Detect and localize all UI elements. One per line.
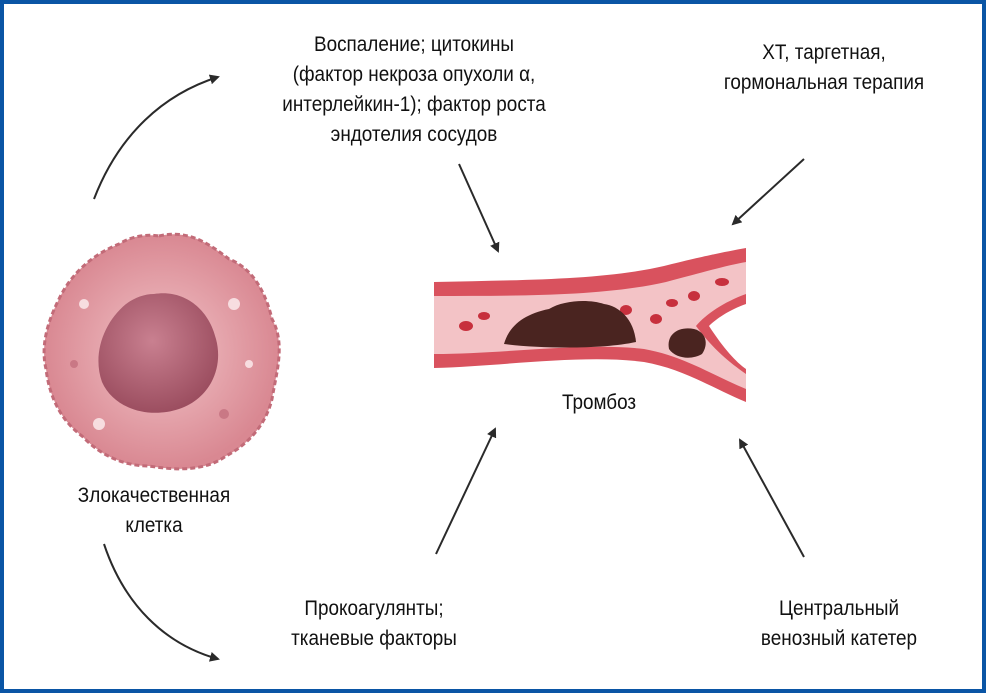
label-thrombosis: Тромбоз <box>561 391 637 414</box>
label-catheter: Центральный венозный катетер <box>731 594 947 654</box>
arrow-catheter-to-thrombosis <box>739 438 805 558</box>
label-malignant-cell: Злокачественная клетка <box>55 481 253 541</box>
label-line: Злокачественная <box>77 484 231 507</box>
label-line: (фактор некроза опухоли α, <box>292 63 536 86</box>
label-line: клетка <box>125 514 183 537</box>
label-inflammation: Воспаление; цитокины (фактор некроза опу… <box>243 30 585 150</box>
malignant-cell-illustration <box>42 232 281 471</box>
blood-vessel-illustration <box>434 248 746 402</box>
label-line: эндотелия сосудов <box>330 123 498 146</box>
diagram-graphics <box>42 74 805 662</box>
label-line: ХТ, таргетная, <box>762 41 886 64</box>
arrow-inflammation-to-thrombosis <box>458 163 500 253</box>
label-line: интерлейкин-1); фактор роста <box>282 93 546 116</box>
label-line: Прокоагулянты; <box>304 597 444 620</box>
label-line: венозный катетер <box>760 627 918 650</box>
label-procoagulants: Прокоагулянты; тканевые факторы <box>266 594 482 654</box>
label-line: Воспаление; цитокины <box>313 33 515 56</box>
arrow-therapy-to-thrombosis <box>731 158 805 226</box>
label-therapy: ХТ, таргетная, гормональная терапия <box>689 38 959 98</box>
label-line: Центральный <box>778 597 900 620</box>
arrow-cell-to-inflammation <box>93 74 220 200</box>
label-line: тканевые факторы <box>291 627 457 650</box>
label-line: гормональная терапия <box>723 71 925 94</box>
arrow-cell-to-procoagulants <box>103 543 220 662</box>
arrow-procoagulants-to-thrombosis <box>435 427 497 555</box>
